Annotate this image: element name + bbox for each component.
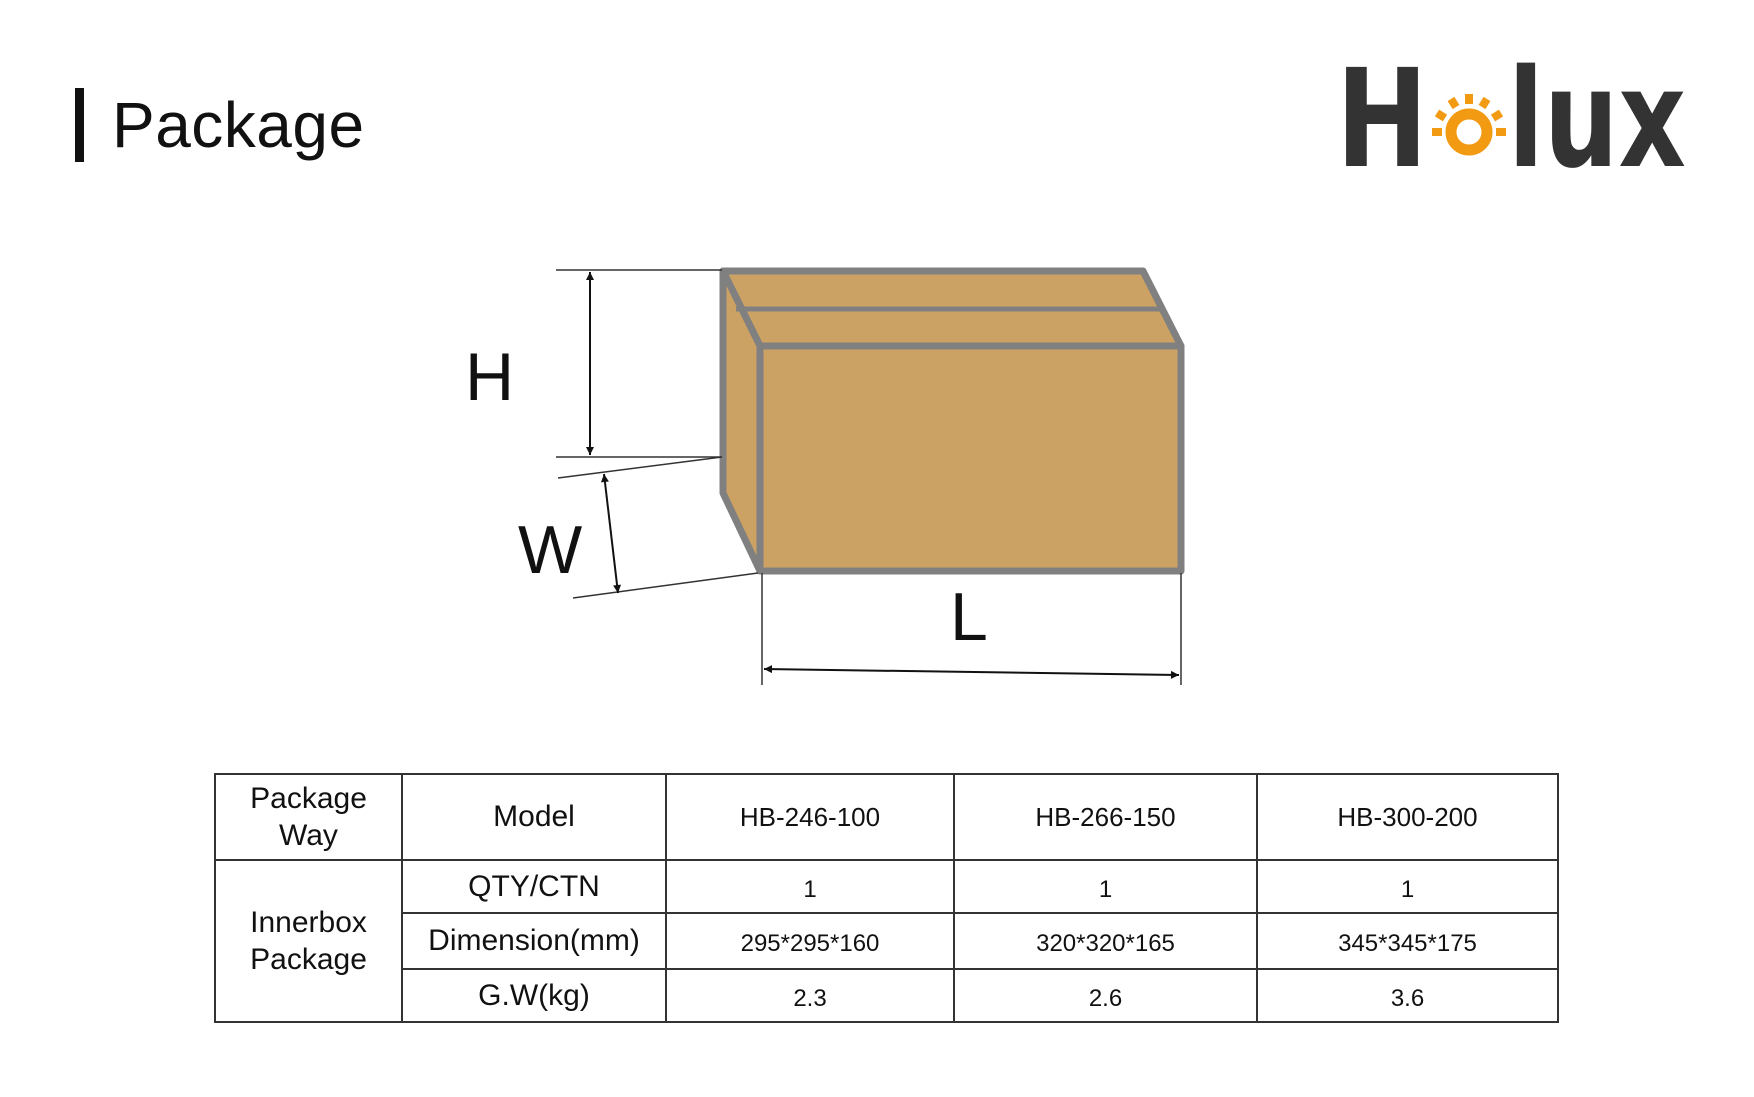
logo-letter-h: H [1336, 60, 1428, 175]
box-front-face [756, 342, 1185, 575]
height-label: H [465, 339, 514, 415]
width-label: W [518, 512, 582, 588]
model-header: Model [401, 773, 667, 861]
holux-logo: H lux [1336, 60, 1686, 175]
table-header-row: Package Way Model HB-246-100 HB-266-150 … [214, 773, 1559, 861]
table-cell: 1 [953, 859, 1258, 914]
package-way-line1: Package [250, 782, 367, 815]
length-label: L [950, 579, 988, 655]
package-way-header: Package Way [214, 773, 403, 861]
carton-box [719, 267, 1185, 575]
group-line2: Package [250, 943, 367, 976]
length-dimension-arrow [763, 665, 1180, 679]
row-label: QTY/CTN [401, 859, 667, 914]
row-label: Dimension(mm) [401, 912, 667, 970]
table-cell: 2.6 [953, 968, 1258, 1023]
extension-lines [556, 269, 1182, 685]
box-side-face [719, 267, 764, 575]
table-row: Innerbox Package QTY/CTN 1 1 1 [214, 859, 1559, 1023]
package-way-line2: Way [279, 819, 338, 852]
box-top-face [719, 267, 1185, 350]
model-column-header: HB-266-150 [953, 773, 1258, 861]
package-table-container: Package Way Model HB-246-100 HB-266-150 … [214, 773, 1559, 1023]
logo-letters-lux: lux [1508, 60, 1686, 175]
width-dimension-arrow [600, 473, 622, 594]
table-row: G.W(kg) 2.3 2.6 3.6 [215, 968, 1559, 1023]
table-cell: 345*345*175 [1256, 912, 1559, 970]
row-label: G.W(kg) [401, 968, 667, 1023]
table-cell: 320*320*165 [953, 912, 1258, 970]
table-cell: 1 [1256, 859, 1559, 914]
table-cell: 295*295*160 [665, 912, 955, 970]
table-cell: 3.6 [1256, 968, 1559, 1023]
table-cell: 2.3 [665, 968, 955, 1023]
table-row: Dimension(mm) 295*295*160 320*320*165 34… [215, 912, 1559, 970]
package-table: Package Way Model HB-246-100 HB-266-150 … [214, 773, 1559, 1023]
model-column-header: HB-246-100 [665, 773, 955, 861]
page-title: Package [112, 89, 365, 161]
innerbox-package-group-cell: Innerbox Package [214, 859, 403, 1023]
model-column-header: HB-300-200 [1256, 773, 1559, 861]
table-cell: 1 [665, 859, 955, 914]
group-line1: Innerbox [250, 906, 367, 939]
sun-o-icon [1432, 94, 1506, 156]
title-accent-bar [75, 88, 84, 162]
